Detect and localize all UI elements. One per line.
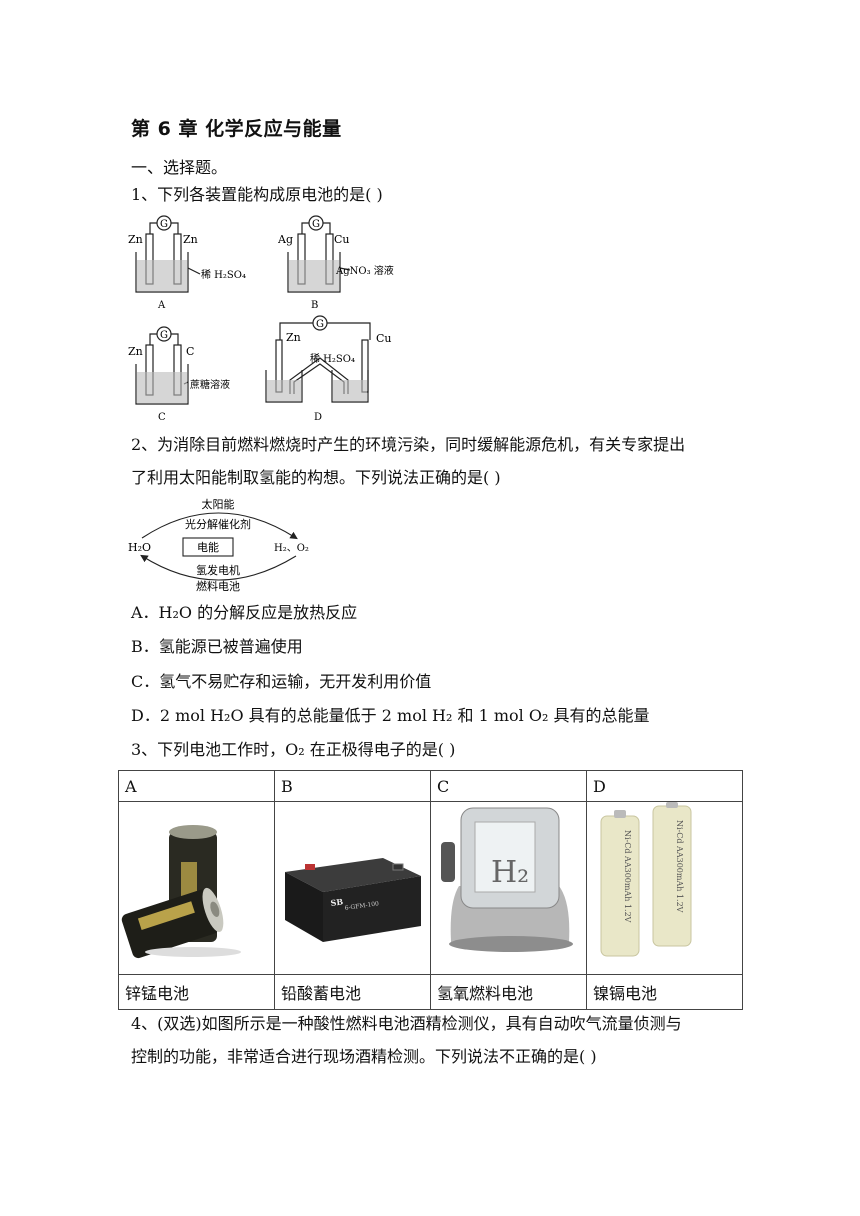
zinc-manganese-battery-image: [121, 825, 241, 959]
cycle-left-label: H₂O: [128, 541, 151, 554]
q1-figure-d: G Zn Cu 稀 H₂SO₄ D: [265, 315, 392, 423]
table-header-b: B: [274, 770, 431, 802]
table-label-a: 锌锰电池: [118, 974, 275, 1010]
nicd-label-2: Ni-Cd AA300mAh 1.2V: [675, 820, 684, 913]
q2-option-b: B．氢能源已被普遍使用: [131, 637, 303, 656]
cycle-bottom-label-1: 氢发电机: [196, 563, 240, 577]
q2-stem-line2: 了利用太阳能制取氢能的构想。下列说法正确的是( ): [131, 468, 501, 487]
fig-c-right-electrode: C: [186, 345, 194, 358]
fig-c-meter: G: [160, 330, 168, 341]
fig-b-tag: B: [311, 300, 318, 311]
q4-stem-line2: 控制的功能，非常适合进行现场酒精检测。下列说法不正确的是( ): [131, 1047, 597, 1066]
q1-figure-c: G Zn C 蔗糖溶液 C: [128, 326, 230, 422]
nicd-label-1: Ni-Cd AA300mAh 1.2V: [623, 830, 632, 923]
nickel-cadmium-battery-image-cell: Ni-Cd AA300mAh 1.2V Ni-Cd AA300mAh 1.2V: [586, 801, 743, 975]
fig-d-tag: D: [314, 412, 322, 423]
fig-a-solution: 稀 H₂SO₄: [201, 268, 246, 281]
fig-c-left-electrode: Zn: [128, 345, 143, 358]
hydrogen-oxygen-fuel-cell-image: H₂: [441, 807, 573, 952]
q3-battery-table: A B C D: [118, 770, 743, 1010]
fig-a-tag: A: [157, 300, 166, 311]
cycle-center-label: 电能: [197, 540, 219, 554]
q2-option-c: C．氢气不易贮存和运输，无开发利用价值: [131, 672, 432, 691]
lead-acid-model-text: 6-GFM-100: [344, 900, 379, 912]
nickel-cadmium-battery-image: Ni-Cd AA300mAh 1.2V Ni-Cd AA300mAh 1.2V: [600, 802, 692, 957]
table-label-d: 镍镉电池: [586, 974, 743, 1010]
fig-a-left-electrode: Zn: [128, 233, 143, 246]
chapter-title: 第 6 章 化学反应与能量: [131, 118, 342, 140]
fig-d-left-electrode: Zn: [286, 331, 301, 344]
fig-c-solution: 蔗糖溶液: [190, 378, 230, 391]
q1-figure-a: G Zn Zn 稀 H₂SO₄ A: [128, 215, 246, 311]
fig-a-right-electrode: Zn: [183, 233, 198, 246]
section-heading: 一、选择题。: [131, 158, 228, 177]
zinc-manganese-battery-image-cell: [118, 801, 275, 975]
fig-a-meter: G: [160, 219, 168, 230]
q4-stem-line1: 4、(双选)如图所示是一种酸性燃料电池酒精检测仪，具有自动吹气流量侦测与: [131, 1014, 682, 1033]
q1-stem: 1、下列各装置能构成原电池的是( ): [131, 185, 383, 204]
q3-stem: 3、下列电池工作时，O₂ 在正极得电子的是( ): [131, 740, 456, 759]
table-label-c: 氢氧燃料电池: [430, 974, 587, 1010]
cycle-top-label-1: 太阳能: [202, 497, 235, 511]
q2-option-d: D．2 mol H₂O 具有的总能量低于 2 mol H₂ 和 1 mol O₂…: [131, 706, 650, 725]
q1-figure-b: G Ag Cu AgNO₃ 溶液 B: [278, 215, 394, 311]
fig-b-left-electrode: Ag: [278, 233, 293, 246]
table-header-d: D: [586, 770, 743, 802]
lead-acid-battery-image-cell: SB 6-GFM-100: [274, 801, 431, 975]
cycle-right-label: H₂、O₂: [274, 543, 309, 554]
q2-stem-line1: 2、为消除目前燃料燃烧时产生的环境污染，同时缓解能源危机，有关专家提出: [131, 435, 686, 454]
fuel-cell-h2-mark: H₂: [491, 855, 529, 890]
fig-c-tag: C: [158, 412, 166, 422]
cycle-top-label-2: 光分解催化剂: [185, 517, 251, 531]
fig-d-solution: 稀 H₂SO₄: [310, 352, 355, 365]
fig-b-solution: AgNO₃ 溶液: [335, 264, 394, 277]
fig-d-right-electrode: Cu: [376, 332, 392, 345]
cycle-bottom-label-2: 燃料电池: [196, 579, 240, 593]
fig-b-meter: G: [312, 219, 320, 230]
table-label-b: 铅酸蓄电池: [274, 974, 431, 1010]
fig-b-right-electrode: Cu: [334, 233, 350, 246]
fig-d-meter: G: [316, 319, 324, 330]
lead-acid-brand-text: SB: [330, 896, 344, 908]
hydrogen-oxygen-fuel-cell-image-cell: H₂: [430, 801, 587, 975]
q2-energy-cycle-diagram: 太阳能 光分解催化剂 H₂O 电能 H₂、O₂ 氢发电机 燃料电池: [128, 497, 309, 593]
lead-acid-battery-image: SB 6-GFM-100: [285, 858, 421, 942]
table-header-a: A: [118, 770, 275, 802]
table-header-c: C: [430, 770, 587, 802]
q2-option-a: A．H₂O 的分解反应是放热反应: [131, 603, 358, 622]
